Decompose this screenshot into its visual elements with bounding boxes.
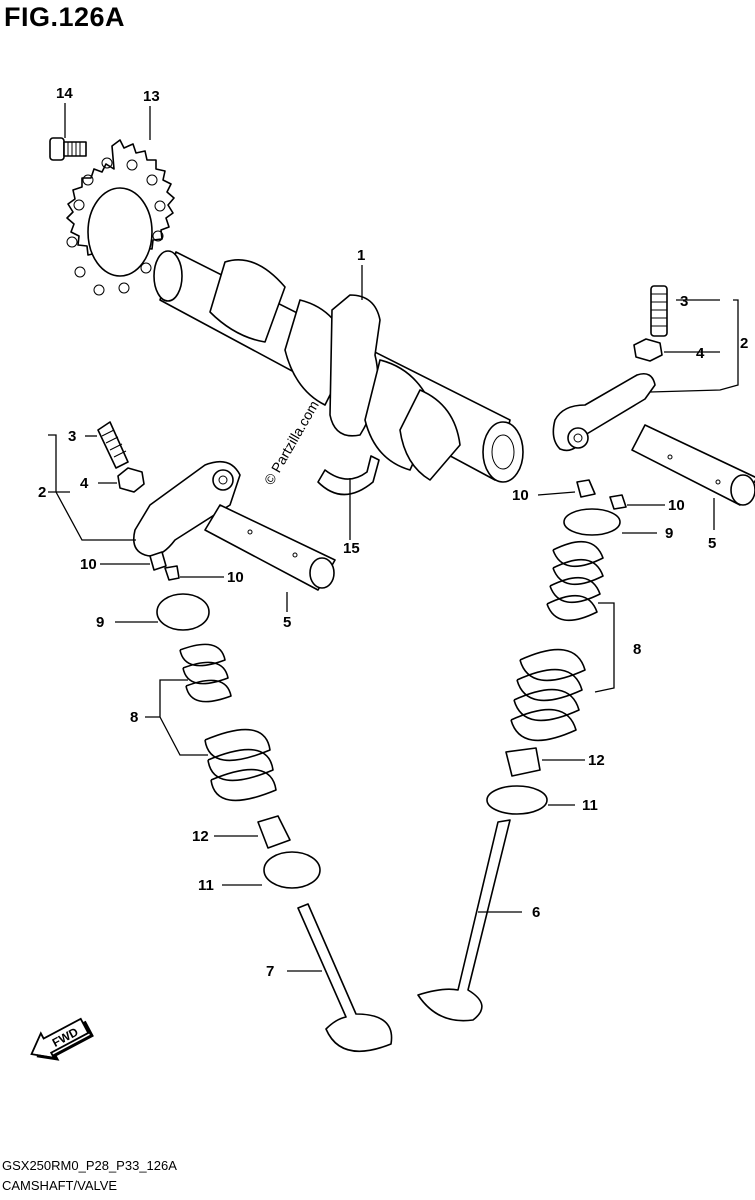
callout-10-left-a: 10: [80, 556, 97, 573]
camshaft-stopper: [317, 455, 380, 496]
callout-4-left: 4: [80, 475, 89, 492]
figure-title: FIG.126A: [4, 2, 126, 32]
callout-5-right: 5: [708, 535, 716, 552]
callout-4-right: 4: [696, 345, 705, 362]
callout-labels: 14 13 1 3 2 4 5 10 10 9 8 12 11 6 15 3 2…: [38, 85, 748, 980]
nut-left: [117, 467, 145, 493]
spring-retainer-left: [156, 593, 210, 631]
callout-14: 14: [56, 85, 73, 102]
callout-11-left: 11: [198, 877, 214, 894]
figure-caption: CAMSHAFT/VALVE: [2, 1178, 118, 1193]
callout-9-left: 9: [96, 614, 104, 631]
callout-2-left: 2: [38, 484, 46, 501]
camshaft: [153, 250, 524, 483]
spring-retainer-right: [563, 508, 621, 536]
valve-spring-left: [179, 643, 277, 802]
callout-10-right-b: 10: [668, 497, 685, 514]
callout-8-left: 8: [130, 709, 138, 726]
valve-spring-right: [510, 540, 604, 742]
callout-15: 15: [343, 540, 360, 557]
exhaust-valve: [417, 819, 511, 1022]
cam-sprocket: [66, 139, 175, 296]
callout-10-left-b: 10: [227, 569, 244, 586]
figure-code: GSX250RM0_P28_P33_126A: [2, 1158, 177, 1173]
nut-right: [633, 338, 663, 362]
callout-3-right: 3: [680, 293, 688, 310]
cotters-right: [576, 479, 627, 510]
callout-12-left: 12: [192, 828, 209, 845]
callout-2-right: 2: [740, 335, 748, 352]
cotters-left: [149, 551, 180, 581]
rocker-shaft-right: [631, 424, 755, 506]
callout-13: 13: [143, 88, 160, 105]
intake-valve: [297, 903, 393, 1052]
callout-6: 6: [532, 904, 540, 921]
adjusting-screw-left: [97, 421, 129, 469]
rocker-arm-left: [132, 460, 241, 557]
watermark: © Partzilla.com: [261, 398, 322, 488]
leader-lines: [48, 103, 739, 972]
callout-7: 7: [266, 963, 274, 980]
oil-seal-left: [257, 815, 291, 849]
callout-10-right-a: 10: [512, 487, 529, 504]
oil-seal-right: [505, 747, 541, 777]
callout-11-right: 11: [582, 797, 598, 814]
callout-8-right: 8: [633, 641, 641, 658]
callout-9-right: 9: [665, 525, 673, 542]
callout-12-right: 12: [588, 752, 605, 769]
sprocket-bolt: [49, 137, 87, 161]
callout-5-left: 5: [283, 614, 291, 631]
rocker-shaft-left: [204, 504, 336, 591]
callout-1: 1: [357, 247, 365, 264]
callout-3-left: 3: [68, 428, 76, 445]
spring-seat-left: [263, 851, 321, 889]
adjusting-screw-right: [650, 285, 668, 337]
fwd-arrow: FWD: [30, 1017, 94, 1061]
spring-seat-right: [486, 785, 548, 815]
